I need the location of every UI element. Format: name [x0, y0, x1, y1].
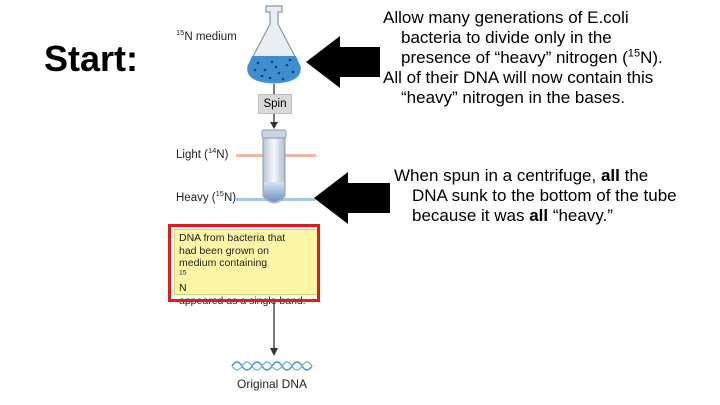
arrow-to-flask-icon — [306, 36, 380, 88]
spin-arrowhead — [270, 122, 278, 129]
dna-arrowhead — [270, 348, 278, 356]
paragraph-line: When spun in a centrifuge, all the — [394, 166, 649, 185]
bacteria-dots — [253, 58, 295, 81]
paragraph-line: bacteria to divide only in the — [401, 28, 612, 47]
heavy-band-label: Heavy (15N) — [176, 189, 237, 204]
callout-line: DNA from bacteria that — [179, 232, 286, 244]
paragraph-line: presence of “heavy” nitrogen (15N). — [401, 47, 663, 67]
centrifuge-tube — [261, 129, 287, 204]
flask — [247, 5, 301, 84]
original-dna-label: Original DNA — [237, 377, 308, 391]
spin-label: Spin — [258, 94, 292, 114]
arrow-to-heavy-band-icon — [314, 172, 390, 224]
medium-label: 15N medium — [176, 28, 237, 43]
dna-band-heavy — [264, 182, 284, 202]
paragraph-line: Allow many generations of E.coli — [383, 8, 629, 27]
light-band-label: Light (14N) — [176, 146, 229, 161]
paragraph-line: DNA sunk to the bottom of the tube — [412, 186, 677, 205]
single-band-callout: DNA from bacteria that had been grown on… — [174, 229, 318, 307]
centrifuge-paragraph: When spun in a centrifuge, all the DNA s… — [394, 166, 677, 226]
start-title: Start: — [44, 38, 139, 79]
paragraph-line: All of their DNA will now contain this — [383, 68, 654, 87]
paragraph-line: “heavy” nitrogen in the bases. — [401, 88, 625, 107]
original-dna-icon — [231, 361, 313, 371]
callout-line: had been grown on — [179, 244, 269, 257]
paragraph-line: because it was all “heavy.” — [412, 206, 613, 225]
callout-highlight-frame — [168, 224, 320, 302]
generations-paragraph: Allow many generations of E.coli bacteri… — [383, 8, 663, 108]
